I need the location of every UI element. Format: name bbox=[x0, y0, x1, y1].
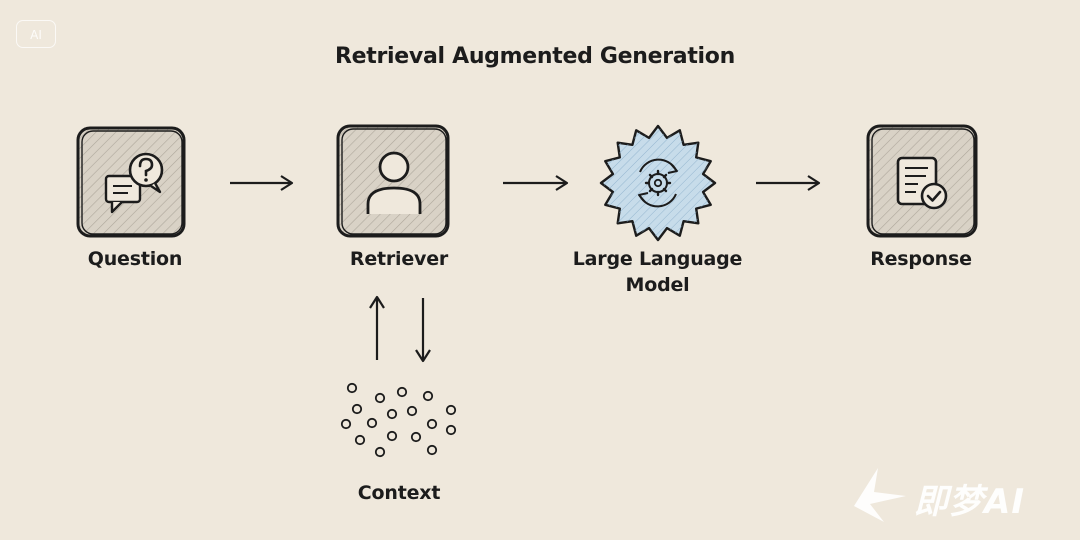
diagram-title: Retrieval Augmented Generation bbox=[335, 44, 735, 69]
response-label: Response bbox=[870, 248, 972, 270]
arrow-question-to-retriever bbox=[230, 175, 294, 191]
response-node bbox=[866, 124, 978, 238]
llm-label-line1: Large Language bbox=[572, 248, 743, 270]
question-chat-icon bbox=[104, 152, 164, 214]
arrow-context-to-retriever bbox=[369, 295, 385, 360]
context-label: Context bbox=[357, 482, 441, 504]
retriever-label: Retriever bbox=[349, 248, 449, 270]
document-check-icon bbox=[896, 156, 948, 210]
question-label: Question bbox=[87, 248, 183, 270]
arrow-llm-to-response bbox=[756, 175, 821, 191]
watermark-logo: 即梦AI bbox=[848, 462, 1070, 526]
question-node bbox=[76, 126, 186, 238]
retriever-node bbox=[336, 124, 450, 238]
dots-cluster-icon bbox=[340, 382, 457, 458]
arrow-retriever-to-llm bbox=[503, 175, 569, 191]
llm-node bbox=[599, 124, 717, 242]
arrow-retriever-to-context bbox=[415, 298, 431, 363]
watermark-text: 即梦AI bbox=[914, 482, 1025, 522]
watermark-bird-icon bbox=[854, 468, 906, 522]
llm-label-line2: Model bbox=[625, 274, 690, 296]
gear-sync-icon bbox=[638, 158, 678, 208]
person-icon bbox=[366, 151, 422, 214]
ai-badge: AI bbox=[16, 20, 56, 48]
